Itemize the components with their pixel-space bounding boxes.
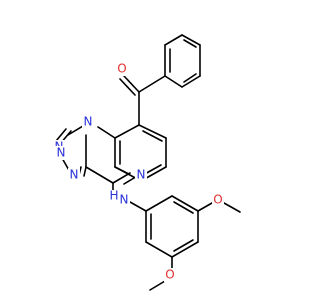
bond bbox=[173, 239, 194, 252]
bond bbox=[142, 130, 163, 142]
bond bbox=[129, 201, 147, 212]
bond bbox=[173, 201, 194, 214]
bond bbox=[123, 75, 140, 93]
bond bbox=[197, 202, 213, 212]
atom-h-amine: H bbox=[109, 189, 118, 203]
bond bbox=[114, 124, 140, 139]
bond bbox=[119, 78, 136, 96]
bond bbox=[114, 166, 130, 175]
bond bbox=[55, 128, 67, 142]
bond bbox=[164, 34, 183, 46]
structure-svg: O N N N N N H N O O bbox=[53, 34, 241, 291]
bond bbox=[181, 75, 201, 88]
atom-oxygen-methoxy-1: O bbox=[213, 193, 222, 207]
bond bbox=[85, 166, 114, 184]
atom-oxygen-methoxy-2: O bbox=[165, 268, 174, 282]
bond bbox=[171, 195, 199, 212]
molecule-diagram: O N N N N N H N O O bbox=[53, 34, 241, 291]
atom-n-triazole-2: N bbox=[57, 146, 66, 160]
bond bbox=[164, 75, 183, 88]
atom-n-quinoxaline: N bbox=[137, 168, 146, 182]
bond bbox=[181, 34, 201, 46]
bond bbox=[83, 166, 87, 177]
bond bbox=[149, 280, 166, 291]
bond bbox=[145, 195, 173, 212]
bond bbox=[145, 241, 173, 258]
atom-n-bridgehead: N bbox=[84, 115, 93, 129]
bond bbox=[183, 73, 197, 83]
atom-n-amine: N bbox=[120, 193, 129, 207]
bond bbox=[223, 202, 241, 213]
atom-n-triazole-3: N bbox=[70, 168, 79, 182]
bond bbox=[97, 126, 116, 139]
bond bbox=[112, 172, 131, 184]
bond-layer bbox=[55, 34, 241, 291]
atom-oxygen-carbonyl: O bbox=[117, 62, 126, 76]
bond bbox=[138, 75, 166, 93]
bond bbox=[123, 177, 135, 185]
bond bbox=[171, 241, 199, 258]
atom-label-layer: O N N N N N H N O O bbox=[53, 62, 224, 282]
bond bbox=[138, 124, 167, 139]
bond bbox=[183, 39, 197, 48]
